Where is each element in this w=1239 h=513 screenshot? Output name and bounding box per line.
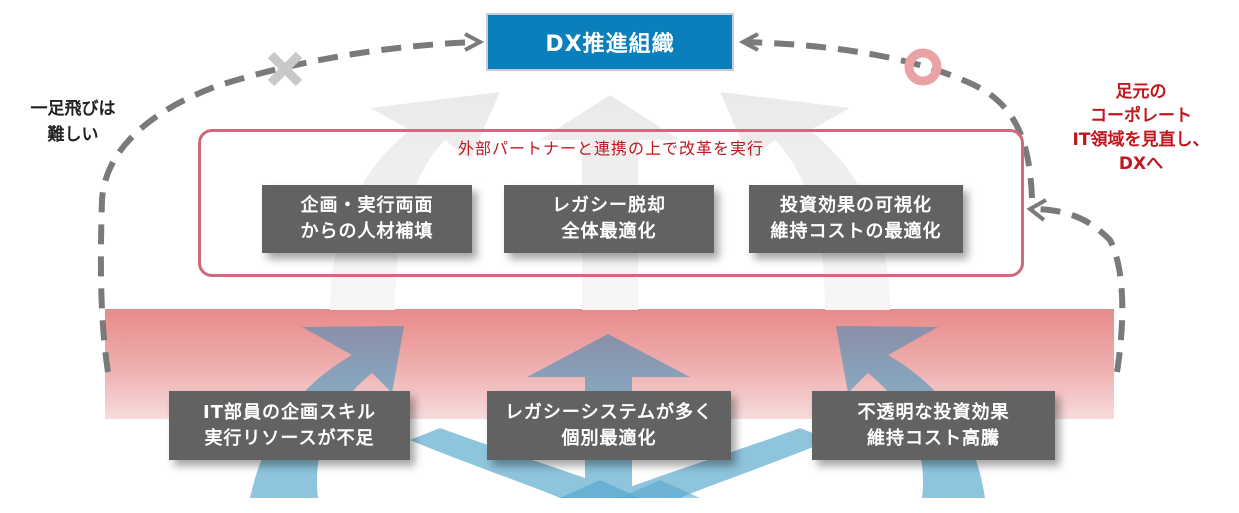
blue-sweep-left bbox=[410, 428, 640, 498]
solution-box-talent: 企画・実行両面 からの人材補填 bbox=[262, 185, 472, 253]
problem-line: IT部員の企画スキル bbox=[203, 401, 376, 423]
solution-line: 投資効果の可視化 bbox=[780, 195, 932, 216]
faint-arrow-left bbox=[330, 92, 500, 310]
reform-frame bbox=[198, 129, 1024, 277]
solution-box-investment: 投資効果の可視化 維持コストの最適化 bbox=[749, 185, 963, 253]
solution-line: レガシー脱却 bbox=[552, 195, 666, 216]
problem-box-investment: 不透明な投資効果 維持コスト高騰 bbox=[812, 391, 1055, 460]
arrowhead-right-lower-icon bbox=[1026, 198, 1047, 222]
dashed-path-right-lower bbox=[1033, 206, 1126, 373]
blue-sweep-overlap bbox=[560, 480, 640, 498]
note-line: コーポレート bbox=[1090, 106, 1192, 126]
solution-line: からの人材補填 bbox=[300, 221, 434, 242]
blue-sweep-right bbox=[600, 428, 830, 498]
solution-line: 企画・実行両面 bbox=[300, 195, 434, 216]
arrowhead-right-upper-icon bbox=[738, 32, 759, 52]
dashed-path-left bbox=[97, 39, 479, 373]
problem-line: レガシーシステムが多く bbox=[504, 401, 714, 423]
problem-line: 不透明な投資効果 bbox=[857, 401, 1010, 423]
problem-line: 実行リソースが不足 bbox=[204, 427, 375, 449]
problem-box-skills: IT部員の企画スキル 実行リソースが不足 bbox=[169, 391, 410, 460]
circle-icon bbox=[904, 48, 942, 86]
arrowhead-left-icon bbox=[464, 32, 485, 52]
note-leap-difficult: 一足飛びは 難しい bbox=[18, 96, 128, 148]
solution-line: 全体最適化 bbox=[561, 221, 657, 242]
note-corporate-it-first: 足元の コーポレート IT領域を見直し、 DXへ bbox=[1052, 80, 1230, 176]
solution-line: 維持コストの最適化 bbox=[770, 221, 942, 242]
faint-arrow-right bbox=[720, 92, 890, 310]
dashed-path-right-upper bbox=[744, 39, 1035, 199]
note-line: IT領域を見直し、 bbox=[1072, 130, 1210, 150]
note-line: 一足飛びは bbox=[30, 99, 116, 119]
dx-organization-label: DX推進組織 bbox=[545, 32, 675, 57]
problem-line: 維持コスト高騰 bbox=[867, 427, 1000, 449]
cross-icon bbox=[267, 51, 303, 87]
note-line: 足元の bbox=[1115, 82, 1167, 102]
note-line: DXへ bbox=[1118, 154, 1164, 174]
solution-box-legacy: レガシー脱却 全体最適化 bbox=[504, 185, 714, 253]
note-line: 難しい bbox=[47, 125, 99, 145]
dx-organization-box: DX推進組織 bbox=[486, 13, 734, 71]
blue-sweep-overlap-2 bbox=[620, 480, 700, 498]
reform-frame-title: 外部パートナーと連携の上で改革を実行 bbox=[457, 139, 764, 158]
problem-line: 個別最適化 bbox=[561, 427, 657, 449]
problem-box-legacy: レガシーシステムが多く 個別最適化 bbox=[487, 391, 731, 460]
